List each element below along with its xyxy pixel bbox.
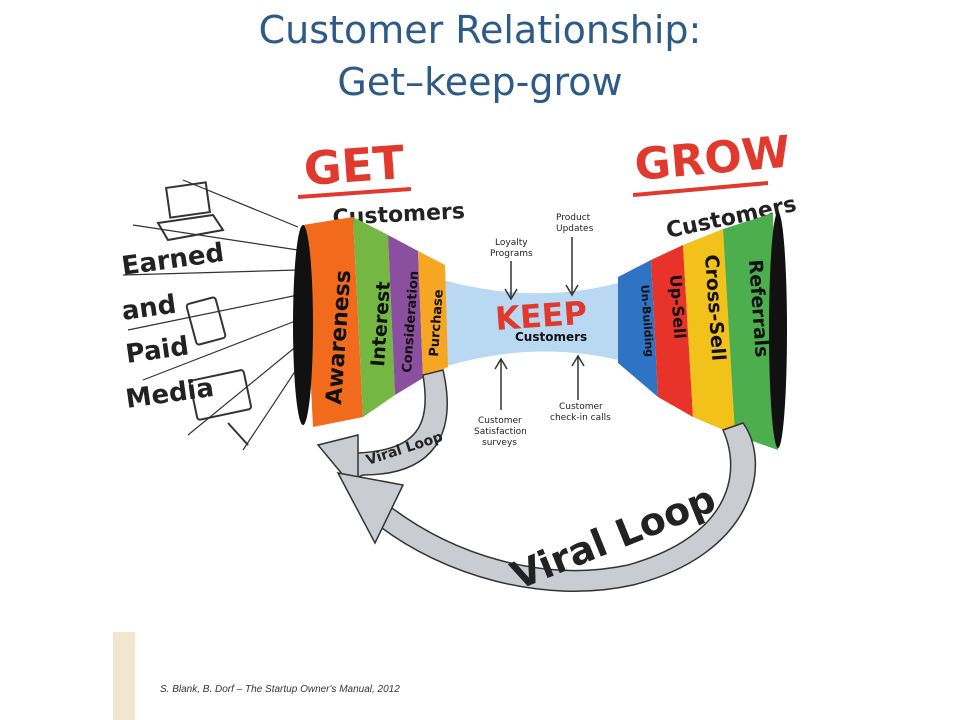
checkin-line-1: Customer (559, 402, 603, 412)
keep-label: KEEP Customers (494, 294, 588, 344)
get-keep-grow-illustration: Earned and Paid Media GET Customers GROW… (113, 105, 818, 632)
keep-title: KEEP (494, 294, 588, 338)
checkin-line-2: check-in calls (550, 413, 611, 423)
monitor-icon (188, 369, 252, 446)
loyalty-annotation: Loyalty Programs (490, 238, 533, 301)
satisfaction-line-2: Satisfaction (474, 427, 527, 437)
loyalty-line-2: Programs (490, 249, 533, 259)
citation: S. Blank, B. Dorf – The Startup Owner's … (160, 684, 400, 695)
product-annotation: Product Updates (556, 213, 594, 297)
satisfaction-line-3: surveys (482, 438, 517, 448)
tablet-icon (185, 296, 227, 346)
slide-title-line-2: Get–keep-grow (337, 60, 623, 104)
loyalty-line-1: Loyalty (495, 238, 528, 248)
product-line-1: Product (556, 213, 591, 223)
get-funnel (293, 217, 448, 427)
laptop-icon (156, 181, 225, 242)
grow-funnel (618, 212, 787, 450)
get-title: GET (302, 135, 407, 196)
satisfaction-annotation: Customer Satisfaction surveys (474, 357, 527, 448)
accent-bar (113, 632, 135, 720)
satisfaction-line-1: Customer (478, 416, 522, 426)
slide-title-line-1: Customer Relationship: (258, 8, 702, 52)
band-up-sell: Up-Sell (666, 274, 689, 340)
checkin-annotation: Customer check-in calls (550, 354, 611, 423)
keep-neck (443, 280, 618, 367)
keep-subtitle: Customers (515, 330, 587, 344)
media-rays (122, 179, 299, 451)
slide-title: Customer Relationship: Get–keep-grow (0, 4, 960, 108)
band-purchase: Purchase (427, 289, 447, 358)
product-line-2: Updates (556, 224, 594, 234)
band-un-building: Un-Building (638, 284, 656, 357)
band-consideration: Consideration (400, 270, 422, 373)
